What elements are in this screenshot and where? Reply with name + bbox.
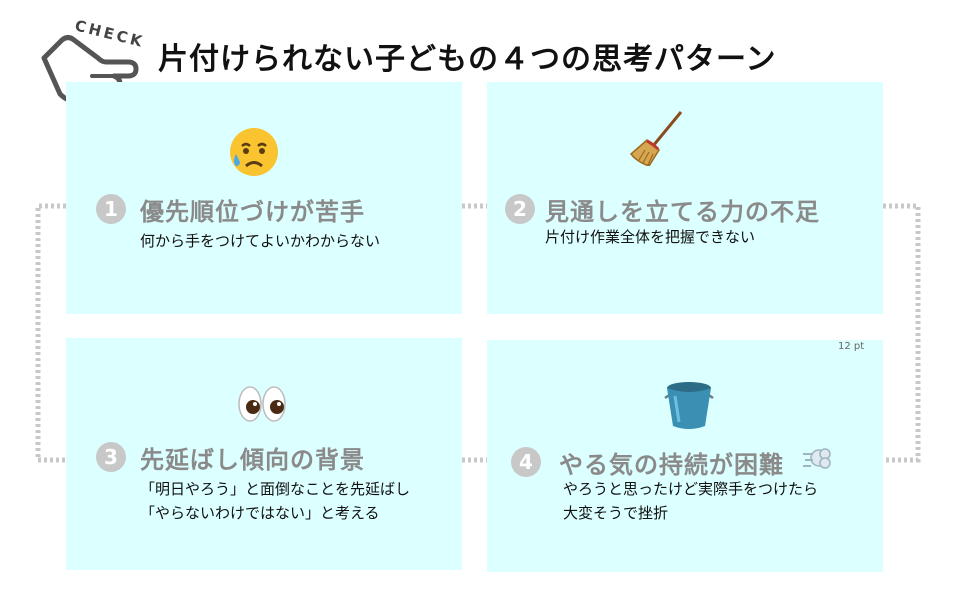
card-description-line: やろうと思ったけど実際手をつけたら bbox=[563, 480, 819, 498]
card-heading: 見通しを立てる力の不足 bbox=[545, 198, 820, 226]
card-heading: やる気の持続が困難 bbox=[559, 451, 784, 479]
card-number-badge: 2 bbox=[505, 194, 535, 224]
card-description-line: 何から手をつけてよいかわからない bbox=[140, 232, 381, 250]
card-motivation: 4 やる気の持続が困難 やろうと思ったけど実際手をつけたら 大変そうで挫折 bbox=[487, 340, 883, 572]
card-description-line: 「明日やろう」と面倒なことを先延ばし bbox=[140, 480, 411, 498]
card-description-line: 片付け作業全体を把握できない bbox=[545, 228, 756, 246]
card-procrastination: 3 先延ばし傾向の背景 「明日やろう」と面倒なことを先延ばし 「やらないわけでは… bbox=[66, 338, 462, 570]
card-number-badge: 4 bbox=[511, 447, 541, 477]
page-title: 片付けられない子どもの４つの思考パターン bbox=[158, 42, 777, 77]
card-heading: 先延ばし傾向の背景 bbox=[140, 446, 365, 474]
connector-right bbox=[883, 203, 921, 463]
sad-sweat-face-icon bbox=[230, 128, 278, 176]
connector-left bbox=[35, 203, 66, 463]
bucket-icon bbox=[664, 382, 714, 429]
card-number-badge: 3 bbox=[96, 442, 126, 472]
dash-puff-icon bbox=[803, 448, 831, 469]
card-heading: 優先順位づけが苦手 bbox=[140, 198, 365, 226]
font-size-label: 12 pt bbox=[838, 341, 865, 352]
card-description-line: 「やらないわけではない」と考える bbox=[140, 504, 380, 522]
card-description-line: 大変そうで挫折 bbox=[563, 504, 669, 522]
broom-icon bbox=[629, 111, 683, 166]
eyes-icon bbox=[238, 386, 286, 422]
card-number-badge: 1 bbox=[96, 194, 126, 224]
card-foresight: 2 見通しを立てる力の不足 片付け作業全体を把握できない bbox=[487, 82, 883, 314]
card-priority: 1 優先順位づけが苦手 何から手をつけてよいかわからない bbox=[66, 82, 462, 314]
